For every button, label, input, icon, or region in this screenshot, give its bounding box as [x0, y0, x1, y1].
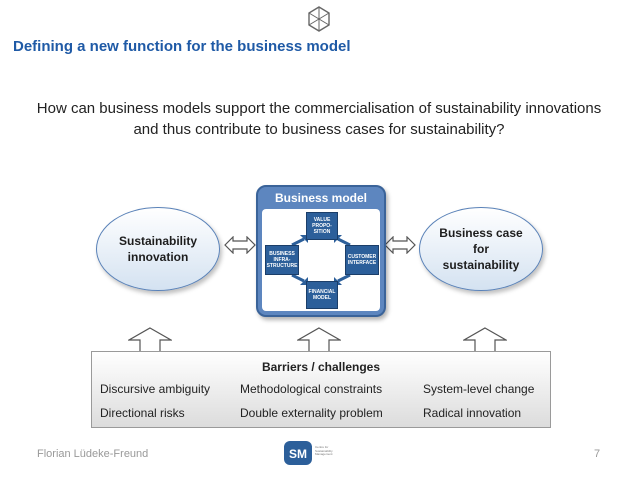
barrier-item: Directional risks	[100, 406, 185, 420]
barriers-box: Barriers / challenges Discursive ambigui…	[91, 351, 551, 428]
csm-logo: SM Centre for Sustainability Management	[283, 440, 347, 466]
left-double-arrow-icon	[224, 236, 256, 254]
customer-interface-block: CUSTOMER INTERFACE	[345, 245, 379, 275]
business-model-title: Business model	[274, 191, 368, 205]
customer-interface-label: CUSTOMER INTERFACE	[347, 254, 377, 266]
up-arrow-right-icon	[463, 327, 507, 353]
barrier-item: Discursive ambiguity	[100, 382, 211, 396]
business-case-node: Business case for sustainability	[419, 207, 543, 291]
barrier-item: Methodological constraints	[240, 382, 383, 396]
slide-title: Defining a new function for the business…	[13, 38, 351, 55]
footer-author: Florian Lüdeke-Freund	[37, 448, 149, 460]
right-double-arrow-icon	[384, 236, 416, 254]
barriers-heading: Barriers / challenges	[261, 360, 381, 374]
value-proposition-block: VALUE PROPO- SITION	[306, 212, 338, 240]
sustainability-innovation-node: Sustainability innovation	[96, 207, 220, 291]
cycle-arrows-icon	[291, 235, 351, 285]
barrier-item: System-level change	[423, 382, 535, 396]
sustainability-innovation-label: Sustainability innovation	[118, 234, 198, 264]
business-model-box: Business model VALUE PROPO- SITION CUSTO…	[256, 185, 386, 317]
csm-logo-text: Centre for Sustainability Management	[315, 445, 333, 456]
financial-model-label: FINANCIAL MODEL	[308, 289, 336, 301]
barrier-item: Radical innovation	[423, 406, 522, 420]
up-arrow-center-icon	[297, 327, 341, 353]
page-number: 7	[594, 448, 601, 460]
business-infrastructure-label: BUSINESS INFRA- STRUCTURE	[266, 251, 298, 269]
barrier-item: Double externality problem	[240, 406, 383, 420]
financial-model-block: FINANCIAL MODEL	[306, 281, 338, 309]
business-case-label: Business case for sustainability	[439, 226, 523, 272]
value-proposition-label: VALUE PROPO- SITION	[312, 217, 332, 235]
svg-text:SM: SM	[289, 447, 307, 461]
business-infrastructure-block: BUSINESS INFRA- STRUCTURE	[265, 245, 299, 275]
research-question: How can business models support the comm…	[36, 100, 602, 138]
business-model-canvas: VALUE PROPO- SITION CUSTOMER INTERFACE F…	[262, 209, 380, 311]
csm-logo-icon: SM	[284, 441, 312, 465]
hexagon-logo-icon	[308, 6, 330, 32]
up-arrow-left-icon	[128, 327, 172, 353]
